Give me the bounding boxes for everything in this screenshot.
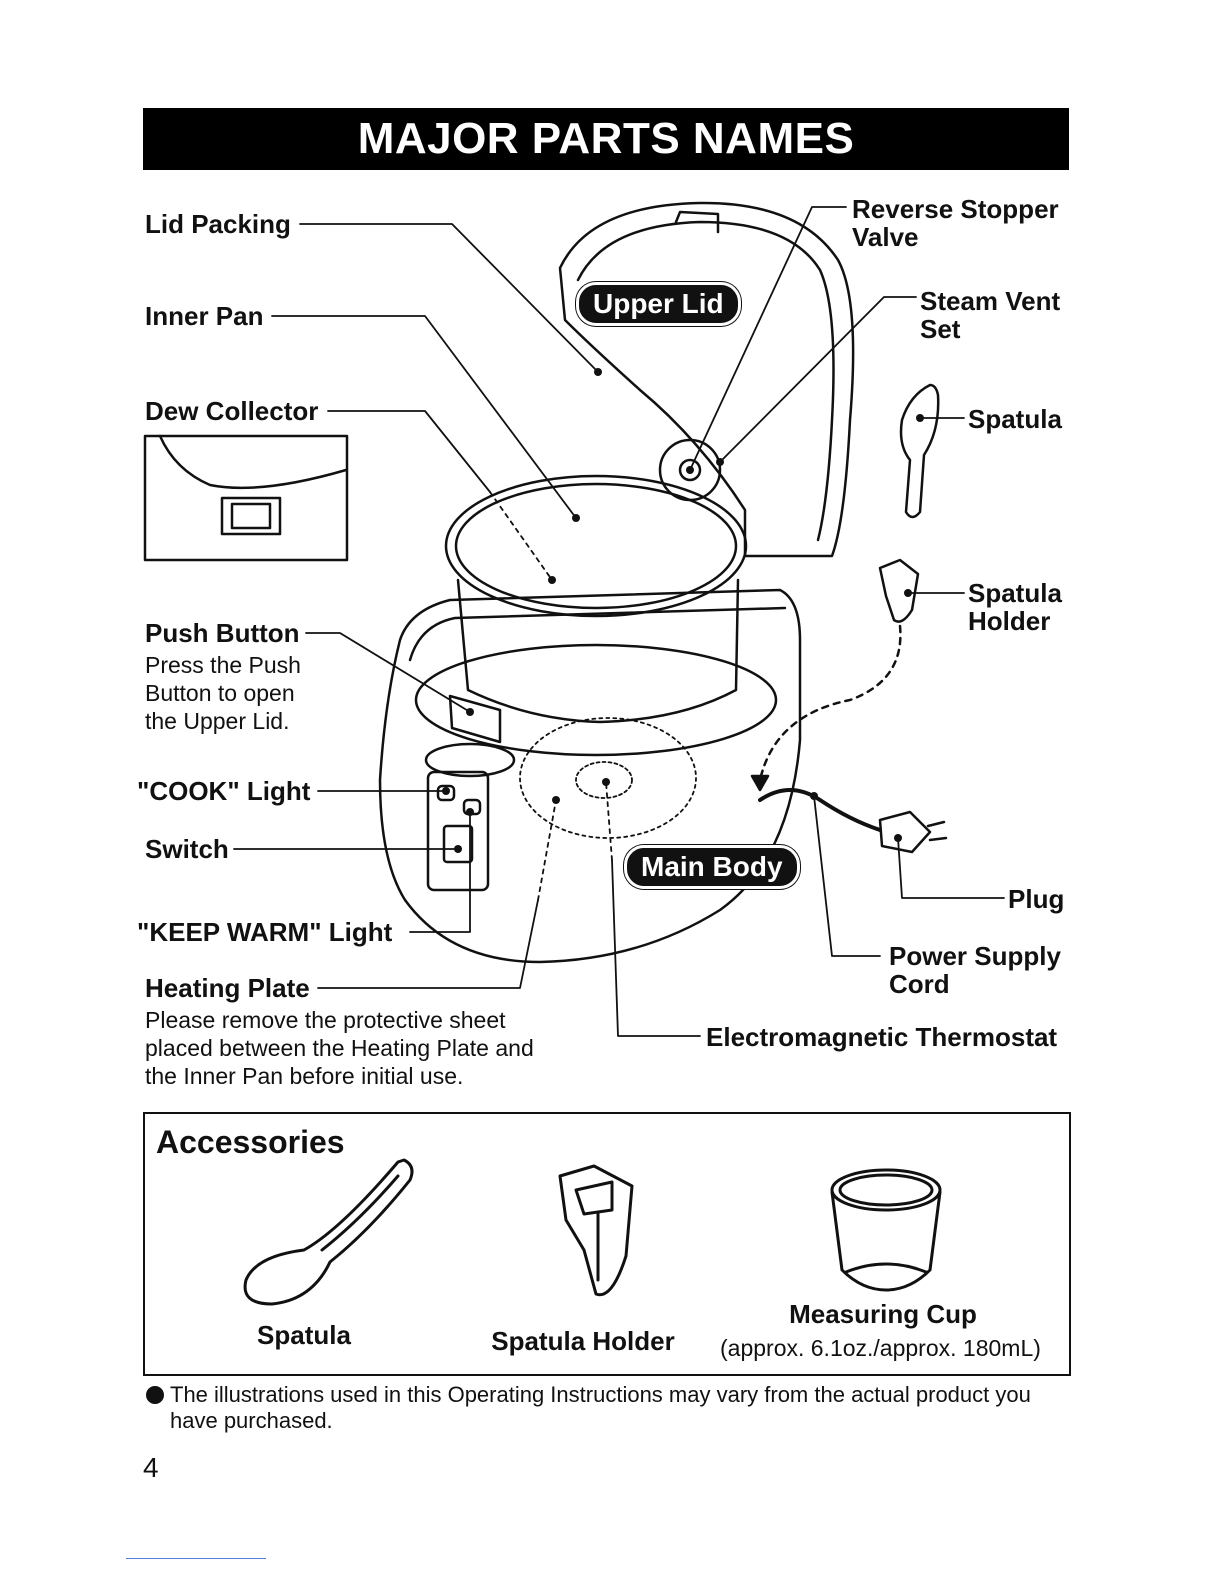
page-number: 4	[143, 1452, 159, 1483]
lid-packing-label: Lid Packing	[145, 209, 291, 239]
push-button-label: Push Button	[145, 618, 300, 648]
spatula-shape	[899, 383, 940, 519]
footer-rule	[126, 1558, 266, 1559]
heating-plate-description: Please remove the protective sheet place…	[145, 1007, 534, 1089]
push-button-description: Press the Push Button to open the Upper …	[145, 652, 301, 734]
upper-lid-tag: Upper Lid	[576, 282, 741, 326]
page-title-banner: MAJOR PARTS NAMES	[143, 108, 1069, 170]
control-panel	[426, 770, 490, 892]
accessory-spatula-holder-name: Spatula Holder	[491, 1326, 675, 1356]
inner-pan-rim	[444, 474, 748, 618]
upper-lid-outline	[558, 201, 855, 558]
electromagnetic-thermostat-label: Electromagnetic Thermostat	[706, 1022, 1058, 1052]
spatula-icon	[243, 1158, 414, 1306]
accessory-spatula-name: Spatula	[257, 1320, 351, 1350]
switch-label: Switch	[145, 834, 229, 864]
footnote: The illustrations used in this Operating…	[146, 1382, 1076, 1434]
keep-warm-light-label: "KEEP WARM" Light	[137, 917, 393, 947]
power-supply-cord-label: Power Supply Cord	[889, 941, 1061, 999]
accessory-measuring-cup-note: (approx. 6.1oz./approx. 180mL)	[720, 1335, 1041, 1361]
reverse-stopper-valve-label: Reverse Stopper Valve	[852, 194, 1059, 252]
heating-plate-label: Heating Plate	[145, 973, 310, 1003]
measuring-cup-icon	[830, 1168, 942, 1292]
steam-vent-set-label: Steam Vent Set	[920, 286, 1061, 344]
inner-pan-label: Inner Pan	[145, 301, 264, 331]
cook-light-label: "COOK" Light	[137, 776, 311, 806]
accessories-box	[143, 1112, 1071, 1376]
push-button-shape	[448, 694, 502, 744]
power-cord	[758, 788, 882, 832]
heating-plate-circle	[519, 717, 697, 839]
accessory-measuring-cup-name: Measuring Cup	[789, 1299, 977, 1329]
spatula-holder-label: Spatula Holder	[968, 578, 1062, 636]
main-body-tag: Main Body	[624, 845, 800, 889]
page-title: MAJOR PARTS NAMES	[357, 114, 855, 163]
spatula-holder-shape	[878, 558, 920, 623]
accessories-title: Accessories	[156, 1124, 345, 1160]
bullet-icon	[146, 1386, 164, 1404]
plug-shape	[878, 810, 932, 854]
spatula-label: Spatula	[968, 404, 1062, 434]
spatula-holder-icon	[558, 1164, 634, 1297]
dew-collector-label: Dew Collector	[145, 396, 319, 426]
dew-collector-inset	[143, 434, 349, 562]
plug-label: Plug	[1008, 884, 1065, 914]
